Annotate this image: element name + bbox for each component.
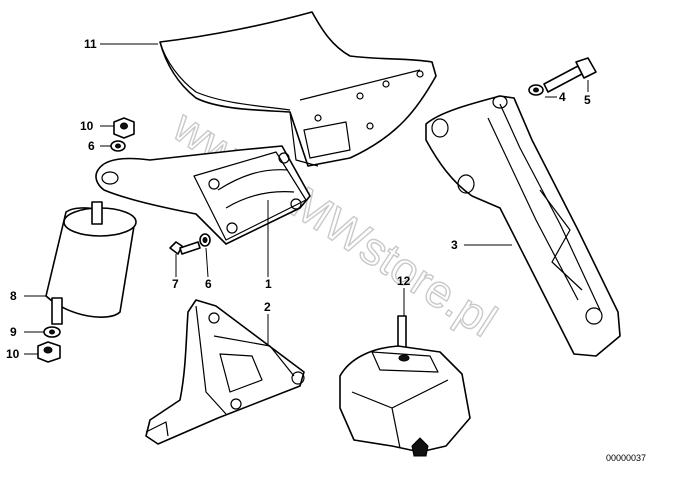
part-10-nut-upper xyxy=(113,117,135,139)
callout-6-lower: 6 xyxy=(205,277,212,291)
part-9-washer xyxy=(43,326,61,338)
callout-1: 1 xyxy=(265,277,272,291)
part-7-bolt xyxy=(169,241,201,255)
callout-6-upper: 6 xyxy=(88,139,95,153)
callout-labels: 11 10 6 4 5 3 1 2 7 6 8 9 10 12 xyxy=(6,37,591,361)
callout-7: 7 xyxy=(172,277,179,291)
callout-3: 3 xyxy=(451,238,458,252)
callout-10-lower: 10 xyxy=(6,347,20,361)
part-6-washer-upper xyxy=(110,140,126,152)
part-10-nut-lower xyxy=(37,341,61,363)
part-1-bracket xyxy=(95,145,311,245)
diagram-reference-number: 00000037 xyxy=(606,453,646,463)
part-3-strut xyxy=(425,95,621,357)
part-11-heat-shield xyxy=(159,11,437,167)
callout-12: 12 xyxy=(397,274,411,288)
part-4-washer xyxy=(528,84,544,96)
callout-4: 4 xyxy=(559,90,566,104)
leader-lines xyxy=(24,43,589,355)
callout-10-upper: 10 xyxy=(80,119,94,133)
callout-11: 11 xyxy=(84,37,97,51)
part-6-washer-lower xyxy=(199,233,211,247)
part-5-bolt xyxy=(543,57,597,93)
callout-5: 5 xyxy=(584,93,591,107)
part-2-lower-bracket xyxy=(145,299,305,445)
part-12-engine-mount xyxy=(339,315,471,457)
callout-2: 2 xyxy=(264,300,271,314)
callout-8: 8 xyxy=(10,289,17,303)
callout-9: 9 xyxy=(10,325,17,339)
part-8-rubber-mount xyxy=(45,201,137,325)
